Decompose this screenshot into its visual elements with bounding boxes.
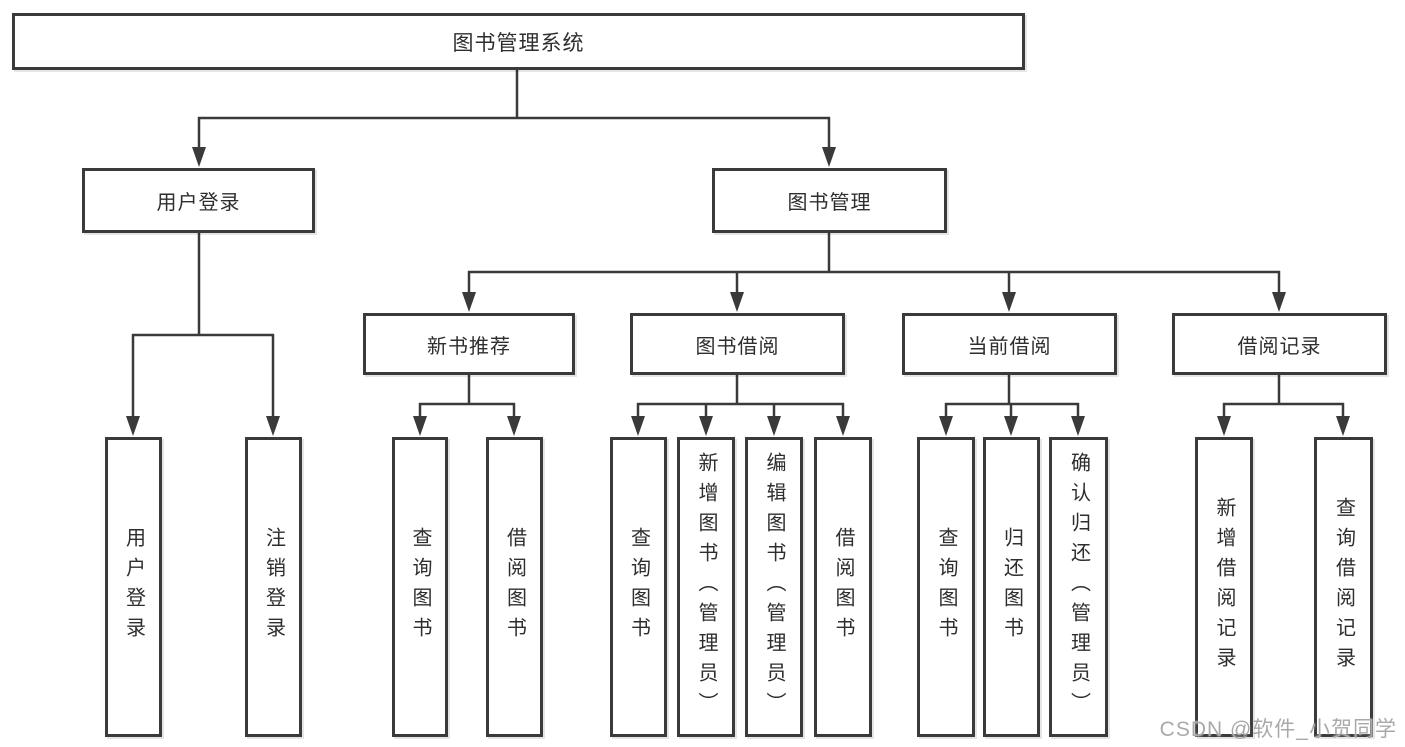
node-current-borrowing: 当前借阅 xyxy=(902,313,1117,375)
node-label: 查询图书 xyxy=(409,527,431,647)
node-return-books: 归还图书 xyxy=(983,437,1040,737)
node-borrow-books-2: 借阅图书 xyxy=(814,437,872,737)
node-label: 确认归还（管理员） xyxy=(1067,452,1090,722)
node-query-books-2: 查询图书 xyxy=(610,437,667,737)
node-book-management: 图书管理 xyxy=(712,168,947,233)
node-query-borrow-record: 查询借阅记录 xyxy=(1314,437,1373,737)
node-new-book-recommend: 新书推荐 xyxy=(363,313,575,375)
node-borrow-books-1: 借阅图书 xyxy=(486,437,543,737)
node-label: 注销登录 xyxy=(262,527,285,647)
node-confirm-return-admin: 确认归还（管理员） xyxy=(1049,437,1108,737)
node-book-borrowing: 图书借阅 xyxy=(630,313,845,375)
node-label: 归还图书 xyxy=(1000,527,1023,647)
node-borrow-records: 借阅记录 xyxy=(1172,313,1387,375)
node-label: 借阅图书 xyxy=(832,527,854,647)
node-label: 编辑图书（管理员） xyxy=(763,452,785,722)
node-query-books-3: 查询图书 xyxy=(917,437,975,737)
node-label: 新增图书（管理员） xyxy=(695,452,717,722)
node-add-book-admin: 新增图书（管理员） xyxy=(677,437,735,737)
node-label: 查询图书 xyxy=(627,527,650,647)
node-label: 查询图书 xyxy=(935,527,957,647)
node-library-management-system: 图书管理系统 xyxy=(12,13,1025,70)
node-label: 用户登录 xyxy=(122,527,145,647)
node-edit-book-admin: 编辑图书（管理员） xyxy=(745,437,803,737)
csdn-watermark: CSDN @软件_小贺同学 xyxy=(1159,718,1397,741)
node-logout: 注销登录 xyxy=(245,437,302,737)
node-label: 借阅图书 xyxy=(503,527,526,647)
node-add-borrow-record: 新增借阅记录 xyxy=(1195,437,1253,737)
arrowheads xyxy=(126,147,1350,436)
node-label: 新增借阅记录 xyxy=(1213,497,1235,677)
node-label: 查询借阅记录 xyxy=(1332,497,1355,677)
node-query-books-1: 查询图书 xyxy=(392,437,448,737)
node-user-login: 用户登录 xyxy=(82,168,315,233)
node-user-login-leaf: 用户登录 xyxy=(105,437,162,737)
